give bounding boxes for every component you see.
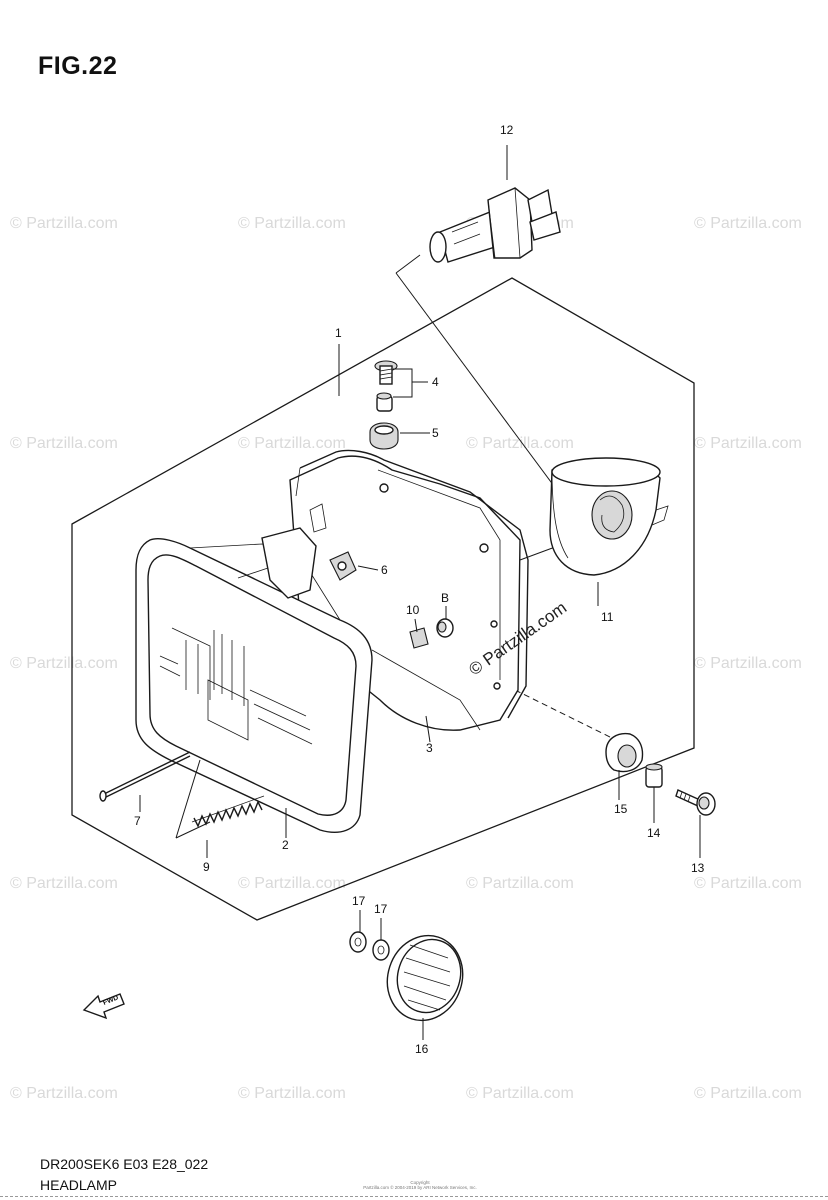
callout-5: 5	[432, 426, 439, 440]
screw-part-4	[374, 360, 398, 412]
collar-part-14	[645, 763, 663, 788]
spring-part-9	[191, 795, 265, 828]
figure-title: FIG.22	[38, 52, 118, 80]
callout-7: 7	[134, 814, 141, 828]
nut-part-b	[436, 618, 454, 638]
copyright-line: Copyright	[410, 1180, 430, 1185]
watermark-grid: © Partzilla.com © Partzilla.com © Partzi…	[10, 215, 802, 1102]
watermark: © Partzilla.com	[238, 875, 346, 892]
watermark: © Partzilla.com	[466, 875, 574, 892]
watermark: © Partzilla.com	[10, 875, 118, 892]
watermark: © Partzilla.com	[238, 215, 346, 232]
callout-11: 11	[601, 610, 614, 624]
adjuster-part-10	[409, 627, 429, 649]
watermark: © Partzilla.com	[10, 215, 118, 232]
watermark: © Partzilla.com	[238, 1085, 346, 1102]
callout-14: 14	[647, 826, 661, 840]
screw-part-7	[99, 751, 191, 802]
watermark: © Partzilla.com	[694, 655, 802, 672]
watermark: © Partzilla.com	[10, 435, 118, 452]
callout-4: 4	[432, 375, 439, 389]
reflector-part-16	[386, 934, 464, 1022]
bottom-divider	[0, 1196, 828, 1197]
nut-part-6	[329, 551, 357, 581]
watermark: © Partzilla.com	[10, 655, 118, 672]
copyright-line: Partzilla.com © 2004-2019 by ARI Network…	[363, 1185, 477, 1190]
bulb-part-12	[429, 187, 561, 263]
watermark: © Partzilla.com	[466, 435, 574, 452]
bolt-part-13	[675, 789, 716, 816]
callout-16: 16	[415, 1042, 429, 1056]
callout-13: 13	[691, 861, 705, 875]
watermark: © Partzilla.com	[694, 215, 802, 232]
callout-b: B	[441, 591, 449, 605]
section-name: HEADLAMP	[40, 1177, 118, 1193]
callout-9: 9	[203, 860, 210, 874]
callout-17b: 17	[374, 902, 388, 916]
socket-cover-part-11	[549, 457, 669, 576]
watermark: © Partzilla.com	[694, 1085, 802, 1102]
headlamp-unit-part-2	[135, 527, 373, 833]
cap-part-15	[605, 732, 644, 773]
model-code: DR200SEK6 E03 E28_022	[40, 1156, 209, 1172]
watermark: © Partzilla.com	[694, 435, 802, 452]
watermark: © Partzilla.com	[238, 435, 346, 452]
fwd-arrow-icon: FWD	[82, 993, 125, 1020]
callout-12: 12	[500, 123, 514, 137]
grommet-part-5	[369, 422, 399, 450]
callout-labels: 12 1 4 5 6 10 B 11 3 15 7 2 14 9 13 17 1…	[134, 123, 705, 1056]
watermark: © Partzilla.com	[466, 1085, 574, 1102]
copyright-notice: Copyright Partzilla.com © 2004-2019 by A…	[300, 1180, 540, 1190]
callout-3: 3	[426, 741, 433, 755]
watermark: © Partzilla.com	[10, 1085, 118, 1102]
callout-10: 10	[406, 603, 420, 617]
leader-lines	[139, 145, 701, 1040]
assembly-frame	[71, 277, 695, 921]
callout-17a: 17	[352, 894, 366, 908]
watermark: © Partzilla.com	[694, 875, 802, 892]
callout-6: 6	[381, 563, 388, 577]
callout-15: 15	[614, 802, 628, 816]
callout-1: 1	[335, 326, 342, 340]
washer-part-17	[349, 931, 390, 961]
callout-2: 2	[282, 838, 289, 852]
